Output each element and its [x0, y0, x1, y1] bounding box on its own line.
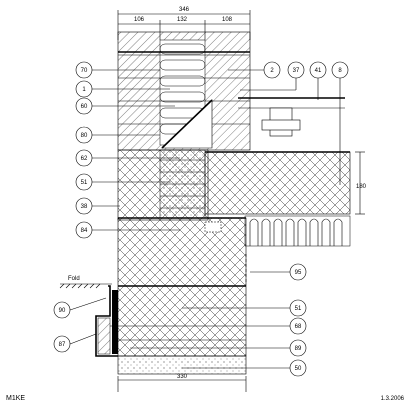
- svg-text:84: 84: [81, 228, 88, 234]
- svg-text:50: 50: [295, 366, 302, 372]
- callout-80: 80: [75, 126, 93, 144]
- floor-beam: [238, 97, 345, 137]
- dim-middle-width: 132: [177, 17, 188, 23]
- callout-1: 1: [75, 80, 93, 98]
- callout-8: 8: [331, 61, 349, 79]
- svg-text:60: 60: [81, 104, 88, 110]
- ground-label: Fold: [68, 276, 80, 282]
- callout-62: 62: [75, 149, 93, 167]
- svg-text:68: 68: [295, 324, 302, 330]
- callout-2: 2: [263, 61, 281, 79]
- callout-38: 38: [75, 197, 93, 215]
- svg-text:8: 8: [338, 68, 342, 74]
- svg-text:62: 62: [81, 156, 88, 162]
- top-dimension: 346 106 132 108: [117, 7, 251, 40]
- callout-89: 89: [289, 339, 307, 357]
- drawing-date: 1.3.2006: [381, 396, 405, 402]
- svg-text:1: 1: [82, 87, 86, 93]
- drawing-code: M1KE: [6, 395, 25, 402]
- callout-37: 37: [287, 61, 305, 79]
- leader-lines: [69, 69, 341, 369]
- svg-text:37: 37: [293, 68, 300, 74]
- callout-68: 68: [289, 317, 307, 335]
- callout-51-lower: 51: [289, 299, 307, 317]
- dim-right-width: 108: [222, 17, 233, 23]
- upper-wall: [117, 31, 251, 151]
- svg-text:80: 80: [81, 133, 88, 139]
- dim-overall-width: 346: [179, 7, 190, 13]
- dim-slab-height: 180: [356, 184, 367, 190]
- callout-50: 50: [289, 359, 307, 377]
- svg-text:38: 38: [81, 204, 88, 210]
- callout-70: 70: [75, 61, 93, 79]
- foundation-wall: [117, 217, 247, 357]
- callout-90: 90: [53, 301, 71, 319]
- svg-text:87: 87: [59, 342, 66, 348]
- floor-slab: 180: [204, 151, 367, 215]
- footing: 330: [117, 355, 247, 392]
- svg-text:41: 41: [315, 68, 322, 74]
- dim-foundation-width: 330: [177, 374, 188, 380]
- callout-84: 84: [75, 221, 93, 239]
- svg-text:51: 51: [295, 306, 302, 312]
- svg-text:51: 51: [81, 180, 88, 186]
- subslab-insulation: [244, 215, 351, 247]
- ground-detail: Fold: [59, 276, 118, 357]
- callout-41: 41: [309, 61, 327, 79]
- callout-95: 95: [289, 263, 307, 281]
- dim-left-width: 106: [134, 17, 145, 23]
- svg-text:2: 2: [270, 68, 274, 74]
- svg-text:95: 95: [295, 270, 302, 276]
- svg-text:90: 90: [59, 308, 66, 314]
- callout-60: 60: [75, 97, 93, 115]
- bond-beam: [117, 149, 209, 221]
- callout-51-upper: 51: [75, 173, 93, 191]
- callout-87: 87: [53, 335, 71, 353]
- svg-text:89: 89: [295, 346, 302, 352]
- svg-text:70: 70: [81, 68, 88, 74]
